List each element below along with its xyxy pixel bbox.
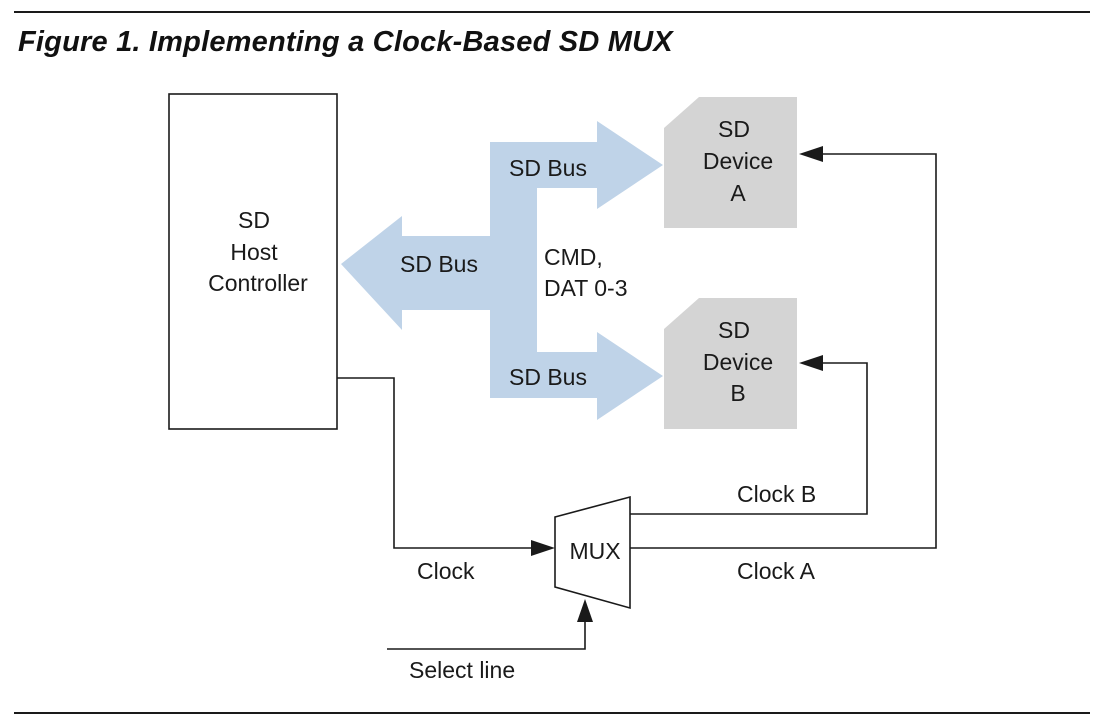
sd-device-b-label-line-1: SD: [718, 317, 750, 343]
clock-line: [337, 377, 532, 549]
bus-signals-label-line-1: CMD,: [544, 244, 603, 270]
sd-device-b-label-line-2: Device: [703, 349, 773, 375]
mux-block: [554, 495, 631, 610]
select-line-arrowhead: [577, 599, 593, 622]
clock-label: Clock: [417, 558, 475, 584]
host-controller-box: [168, 93, 338, 430]
host-controller-label-line-3: Controller: [208, 270, 308, 296]
clock-a-arrowhead: [799, 146, 823, 162]
clock-b-arrowhead: [799, 355, 823, 371]
sd-device-b-label-line-3: B: [730, 380, 745, 406]
clock-b-label: Clock B: [737, 481, 816, 507]
mux-label: MUX: [569, 538, 620, 564]
sd-device-a-card: [664, 97, 797, 228]
clock-b-line: [630, 362, 868, 515]
figure-title: Figure 1. Implementing a Clock-Based SD …: [18, 26, 673, 58]
select-line: [387, 620, 586, 650]
sd-bus-label-host: SD Bus: [400, 251, 478, 277]
clock-a-label: Clock A: [737, 558, 816, 584]
bottom-rule: [14, 712, 1090, 714]
sd-device-b-card: [664, 298, 797, 429]
sd-bus-label-device-b: SD Bus: [509, 364, 587, 390]
clock-a-line: [630, 153, 937, 549]
sd-device-a-label-line-1: SD: [718, 116, 750, 142]
clock-arrowhead: [531, 540, 555, 556]
top-rule: [14, 11, 1090, 13]
host-controller-label-line-2: Host: [230, 239, 278, 265]
sd-bus-arrow-shape: [341, 121, 663, 420]
sd-device-a-label-line-3: A: [730, 180, 746, 206]
sd-bus-arrows: [341, 121, 663, 420]
host-controller-label-line-1: SD: [238, 207, 270, 233]
select-line-label: Select line: [409, 657, 515, 683]
sd-device-a-label-line-2: Device: [703, 148, 773, 174]
sd-bus-label-device-a: SD Bus: [509, 155, 587, 181]
bus-signals-label-line-2: DAT 0-3: [544, 275, 628, 301]
